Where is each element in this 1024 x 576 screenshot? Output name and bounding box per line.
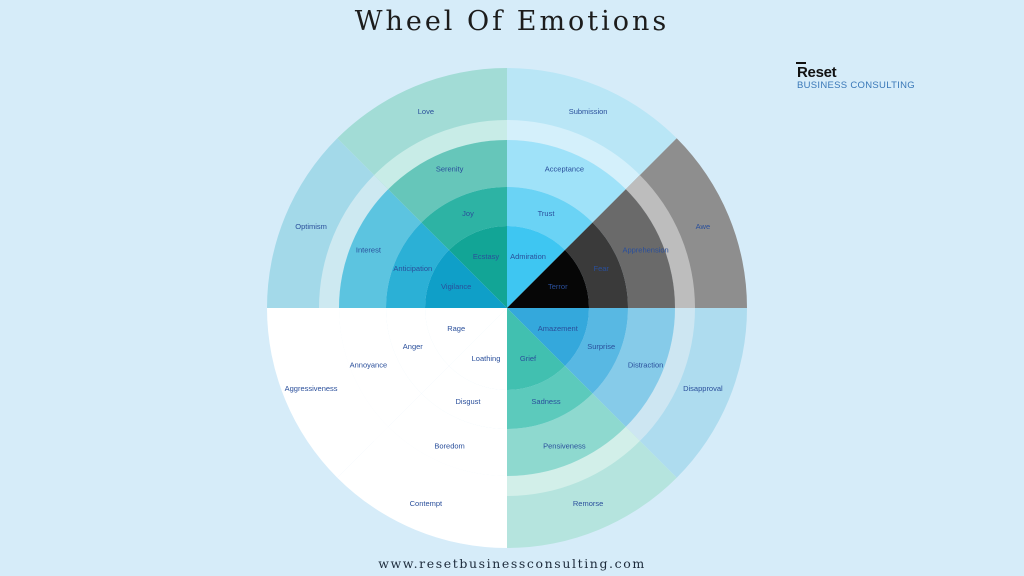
emotion-label: Sadness bbox=[531, 397, 560, 406]
petal-outer-fear bbox=[592, 189, 675, 308]
petal-outer-disgust bbox=[388, 393, 507, 476]
petal-outer-anger bbox=[339, 308, 422, 427]
emotion-label: Rage bbox=[447, 324, 465, 333]
petal-middle-sadness bbox=[507, 365, 593, 429]
petal-middle-trust bbox=[507, 187, 593, 251]
emotion-label: Annoyance bbox=[350, 360, 388, 369]
dyad-segment-remorse bbox=[507, 426, 677, 548]
emotion-label: Apprehension bbox=[622, 246, 668, 255]
dyad-label: Love bbox=[418, 107, 434, 116]
dyad-label: Submission bbox=[569, 107, 608, 116]
dyad-segment-awe bbox=[625, 138, 747, 308]
wheel-ring-gap bbox=[319, 308, 389, 441]
petal-outer-sadness bbox=[507, 393, 626, 476]
petal-inner-joy bbox=[449, 226, 507, 308]
dyad-segment-disapproval bbox=[625, 308, 747, 478]
emotion-label: Amazement bbox=[538, 324, 579, 333]
petal-middle-surprise bbox=[564, 308, 628, 394]
petal-inner-disgust bbox=[449, 308, 507, 390]
emotion-label: Distraction bbox=[628, 360, 663, 369]
petal-middle-joy bbox=[421, 187, 507, 251]
emotion-label: Acceptance bbox=[545, 164, 584, 173]
dyad-segment-contempt bbox=[337, 426, 507, 548]
wheel-ring-gap bbox=[319, 175, 389, 308]
emotion-label: Loathing bbox=[472, 354, 501, 363]
petal-inner-anger bbox=[425, 308, 507, 366]
petal-inner-surprise bbox=[507, 308, 589, 366]
petal-middle-anticipation bbox=[386, 222, 450, 308]
emotion-label: Joy bbox=[462, 209, 474, 218]
dyad-label: Remorse bbox=[573, 499, 603, 508]
dyad-label: Disapproval bbox=[683, 384, 723, 393]
wheel-ring-gap bbox=[507, 120, 640, 190]
dyad-segment-submission bbox=[507, 68, 677, 190]
emotion-label: Anger bbox=[403, 342, 424, 351]
page-title: Wheel Of Emotions bbox=[354, 6, 670, 37]
emotion-label: Boredom bbox=[434, 442, 464, 451]
dyad-label: Optimism bbox=[295, 222, 327, 231]
wheel-ring-gap bbox=[507, 426, 640, 496]
wheel-ring-gap bbox=[625, 175, 695, 308]
petal-outer-anticipation bbox=[339, 189, 422, 308]
petal-outer-trust bbox=[507, 140, 626, 223]
dyad-label: Aggressiveness bbox=[285, 384, 338, 393]
dyad-segment-optimism bbox=[267, 138, 389, 308]
logo-name: Reset bbox=[796, 62, 915, 81]
emotion-label: Surprise bbox=[587, 342, 615, 351]
dyad-label: Awe bbox=[696, 222, 710, 231]
petal-middle-fear bbox=[564, 222, 628, 308]
petal-middle-anger bbox=[386, 308, 450, 394]
emotion-label: Interest bbox=[356, 246, 382, 255]
company-logo: Reset BUSINESS CONSULTING bbox=[796, 62, 915, 91]
emotion-label: Grief bbox=[520, 354, 537, 363]
petal-inner-fear bbox=[507, 250, 589, 308]
wheel-ring-gap bbox=[374, 426, 507, 496]
emotion-label: Pensiveness bbox=[543, 442, 586, 451]
petal-middle-disgust bbox=[421, 365, 507, 429]
emotion-label: Trust bbox=[538, 209, 556, 218]
website-url: www.resetbusinessconsulting.com bbox=[378, 556, 646, 571]
emotion-label: Terror bbox=[548, 282, 568, 291]
emotion-label: Disgust bbox=[455, 397, 481, 406]
petal-inner-sadness bbox=[507, 308, 565, 390]
logo-subtitle: BUSINESS CONSULTING bbox=[797, 80, 915, 91]
dyad-segment-love bbox=[337, 68, 507, 190]
emotion-label: Ecstasy bbox=[473, 252, 500, 261]
dyad-label: Contempt bbox=[410, 499, 443, 508]
emotion-label: Anticipation bbox=[393, 264, 432, 273]
emotion-label: Vigilance bbox=[441, 282, 471, 291]
petal-inner-anticipation bbox=[425, 250, 507, 308]
emotion-label: Fear bbox=[593, 264, 609, 273]
petal-outer-surprise bbox=[592, 308, 675, 427]
dyad-segment-aggressiveness bbox=[267, 308, 389, 478]
emotion-label: Serenity bbox=[436, 164, 464, 173]
wheel-ring-gap bbox=[625, 308, 695, 441]
petal-outer-joy bbox=[388, 140, 507, 223]
petal-inner-trust bbox=[507, 226, 565, 308]
emotion-label: Admiration bbox=[510, 252, 546, 261]
wheel-ring-gap bbox=[374, 120, 507, 190]
